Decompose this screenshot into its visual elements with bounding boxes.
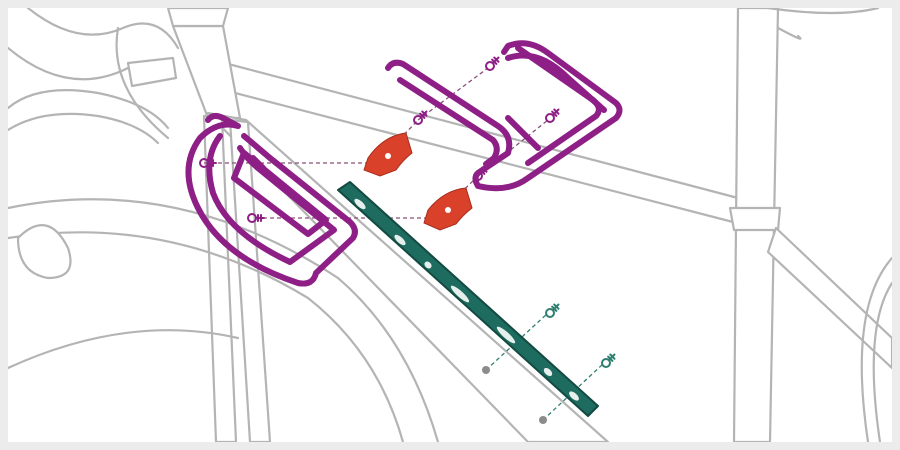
mounting-rail-icon bbox=[337, 181, 599, 417]
bolt-cage-right-top bbox=[485, 56, 500, 71]
cable-loop bbox=[115, 26, 170, 140]
frame-hole-upper bbox=[482, 366, 490, 374]
rear-wheel-arc-inner bbox=[872, 281, 892, 442]
clamp-adapter-icon bbox=[363, 132, 473, 231]
brake-hood bbox=[16, 224, 72, 280]
handlebar-drop-inner bbox=[8, 112, 160, 145]
seat-clamp bbox=[728, 206, 782, 232]
brake-cable bbox=[26, 8, 180, 50]
saddle-edge bbox=[766, 8, 880, 15]
bolt-rail-upper bbox=[545, 303, 560, 318]
bicycle-frame-icon bbox=[8, 8, 892, 442]
head-tube-cap bbox=[166, 8, 230, 28]
bolt-cage-right-bottom bbox=[545, 108, 560, 123]
bolt-cage-left-top bbox=[199, 158, 217, 168]
saddle-loop bbox=[776, 26, 802, 40]
screw-bolt-icon bbox=[199, 56, 616, 368]
exploded-assembly-diagram bbox=[8, 8, 892, 442]
illustration-panel bbox=[8, 8, 892, 442]
adapter-upper-hole bbox=[385, 153, 391, 159]
bolt-adapter-lower bbox=[473, 166, 488, 181]
bottle-cage-right bbox=[385, 40, 623, 192]
front-wheel-inner bbox=[8, 231, 405, 442]
front-wheel-rim bbox=[8, 329, 240, 370]
stem bbox=[126, 56, 178, 88]
bolt-cage-left-bottom bbox=[247, 213, 265, 223]
seat-stay bbox=[766, 226, 892, 370]
bolt-rail-lower bbox=[601, 353, 616, 368]
top-tube bbox=[206, 58, 740, 224]
bolt-adapter-upper bbox=[413, 110, 428, 125]
head-tube bbox=[171, 24, 242, 120]
frame-hole-lower bbox=[539, 416, 547, 424]
frame-bottle-boss-holes bbox=[482, 366, 547, 424]
shift-cable bbox=[8, 46, 130, 81]
handlebar-drop bbox=[8, 89, 170, 130]
bottle-cage-left bbox=[185, 112, 358, 287]
rail-slots bbox=[354, 198, 579, 401]
adapter-lower-hole bbox=[445, 207, 451, 213]
fork-leg-right bbox=[228, 118, 272, 442]
rear-wheel-arc bbox=[860, 256, 892, 442]
down-tube bbox=[206, 111, 610, 442]
